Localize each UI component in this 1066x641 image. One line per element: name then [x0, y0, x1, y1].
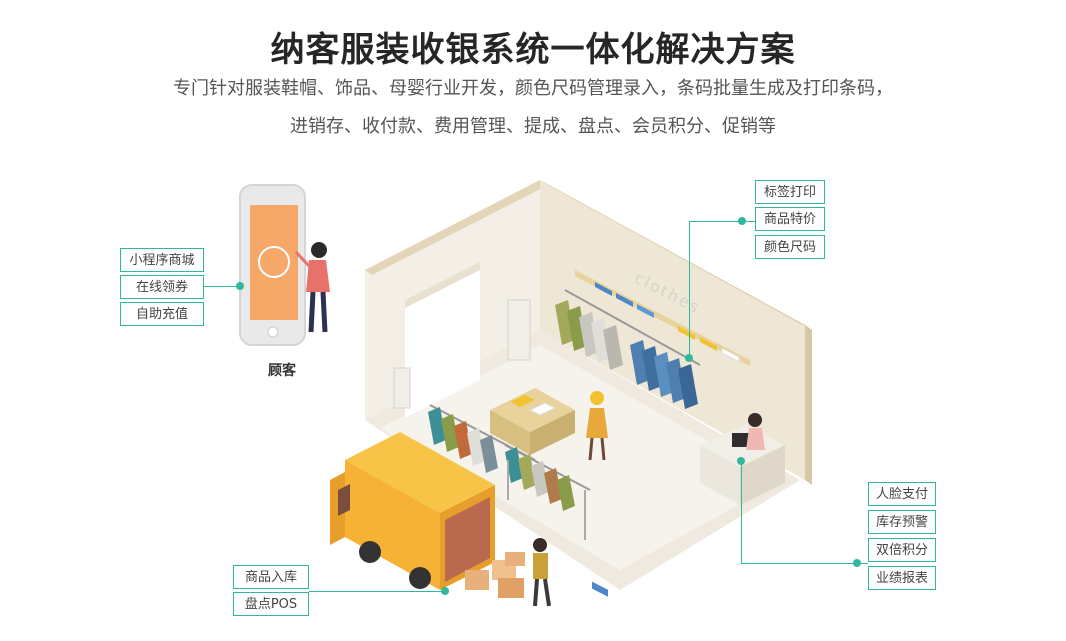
tag-face-payment: 人脸支付 — [868, 482, 936, 506]
cargo-boxes — [465, 552, 525, 598]
tag-stocktake-pos: 盘点POS — [233, 592, 309, 616]
connector-dot — [441, 587, 449, 595]
hanging-clothes-floor-1 — [428, 407, 498, 473]
shopper-figure — [586, 391, 608, 461]
worker-figure — [533, 538, 551, 607]
tag-mini-program-mall: 小程序商城 — [120, 248, 204, 272]
tag-self-recharge: 自助充值 — [120, 302, 204, 326]
clothes-rack-wall — [564, 289, 701, 366]
tag-double-points: 双倍积分 — [868, 538, 936, 562]
tag-label-print: 标签打印 — [755, 180, 825, 204]
tag-inventory-warning: 库存预警 — [868, 510, 936, 534]
connector-line — [689, 221, 690, 356]
connector-line — [309, 591, 443, 592]
connector-dot — [685, 354, 693, 362]
connector-dot — [737, 457, 745, 465]
delivery-truck — [330, 432, 495, 590]
customer-figure — [294, 242, 330, 333]
tag-performance-report: 业绩报表 — [868, 566, 936, 590]
tag-online-coupon: 在线领券 — [120, 275, 204, 299]
connector-line — [204, 286, 238, 287]
tag-product-special-price: 商品特价 — [755, 207, 825, 231]
connector-line — [689, 221, 755, 222]
connector-line — [741, 563, 868, 564]
cashier-figure — [746, 413, 765, 450]
pos-terminal — [732, 433, 750, 447]
hanging-clothes-floor-2 — [505, 447, 575, 511]
tag-color-size: 颜色尺码 — [755, 235, 825, 259]
customer-label: 顾客 — [268, 363, 296, 379]
connector-dot — [738, 217, 746, 225]
phone-illustration — [239, 184, 306, 346]
floor-rack-2 — [504, 444, 591, 491]
hanging-clothes-wall — [555, 300, 698, 409]
connector-dot — [236, 282, 244, 290]
tag-product-stock-in: 商品入库 — [233, 565, 309, 589]
page-subtitle-line2: 进销存、收付款、费用管理、提成、盘点、会员积分、促销等 — [290, 116, 776, 137]
store-back-wall-right — [540, 180, 805, 480]
store-doorway — [405, 262, 480, 418]
page-subtitle-line1: 专门针对服装鞋帽、饰品、母婴行业开发，颜色尺码管理录入，条码批量生成及打印条码， — [173, 78, 893, 99]
mannequin-left — [393, 367, 411, 409]
connector-line — [741, 460, 742, 564]
mannequin-center — [507, 299, 531, 361]
connector-dot — [853, 559, 861, 567]
page-title: 纳客服装收银系统一体化解决方案 — [270, 30, 796, 70]
